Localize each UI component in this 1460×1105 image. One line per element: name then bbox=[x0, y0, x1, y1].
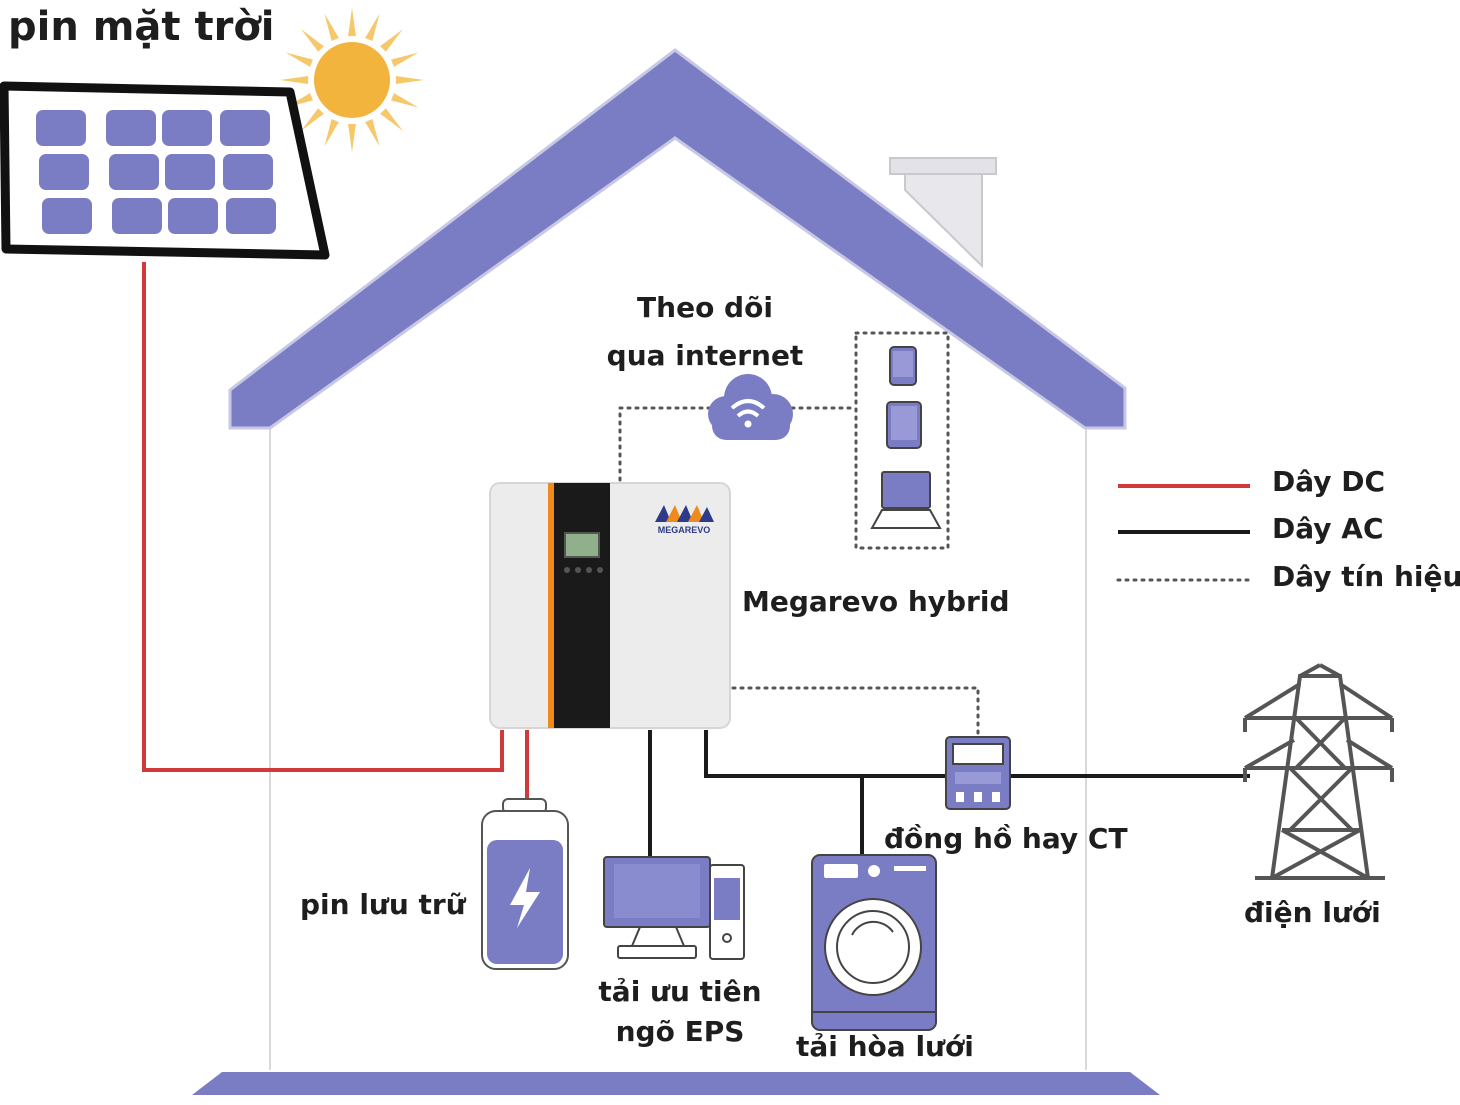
panel-cell bbox=[112, 198, 162, 234]
phone-icon bbox=[889, 346, 917, 386]
computer-icon bbox=[603, 856, 745, 960]
sun-ray bbox=[365, 118, 380, 147]
panel-cell bbox=[223, 154, 273, 190]
ac-wires bbox=[648, 730, 1250, 860]
panel-cell bbox=[162, 110, 212, 146]
megarevo-logo: MEGAREVO bbox=[655, 505, 714, 535]
legend-signal-label: Dây tín hiệu bbox=[1272, 560, 1460, 593]
sun-ray bbox=[301, 29, 324, 52]
sun-ray bbox=[365, 13, 380, 42]
grid-load-label: tải hòa lưới bbox=[796, 1030, 974, 1063]
solar-panel-label: pin mặt trời bbox=[8, 4, 275, 50]
eps-load-label-line2: ngõ EPS bbox=[615, 1015, 745, 1048]
power-tower-icon bbox=[1243, 663, 1394, 880]
legend bbox=[1116, 484, 1252, 582]
eps-load-label: tải ưu tiên ngõ EPS bbox=[590, 972, 770, 1052]
panel-cell bbox=[165, 154, 215, 190]
signal-wire-meter bbox=[731, 686, 980, 737]
inverter-screen bbox=[564, 532, 600, 558]
panel-cell bbox=[36, 110, 86, 146]
logo-text: MEGAREVO bbox=[658, 525, 711, 535]
inverter-icon: MEGAREVO bbox=[489, 482, 731, 729]
lightning-bolt-icon bbox=[510, 868, 540, 928]
legend-ac-label: Dây AC bbox=[1272, 512, 1384, 545]
dc-wires bbox=[142, 262, 529, 800]
legend-dc-label: Dây DC bbox=[1272, 465, 1386, 498]
chimney-cap bbox=[889, 157, 997, 175]
panel-cell bbox=[106, 110, 156, 146]
roof bbox=[228, 48, 1127, 430]
panel-cell bbox=[109, 154, 159, 190]
laptop-icon bbox=[870, 471, 942, 529]
signal-wires bbox=[618, 331, 980, 737]
devices-box bbox=[854, 331, 950, 550]
panel-cell bbox=[42, 198, 92, 234]
washing-machine-icon bbox=[811, 854, 937, 1031]
eps-load-label-line1: tải ưu tiên bbox=[598, 975, 762, 1008]
sun-ray bbox=[380, 29, 403, 52]
meter-label: đồng hồ hay CT bbox=[884, 822, 1128, 855]
sun-ray bbox=[301, 108, 324, 131]
sun-ray bbox=[348, 123, 356, 152]
sun-ray bbox=[390, 52, 419, 67]
sun-ray bbox=[324, 13, 339, 42]
solar-panel-icon bbox=[0, 81, 330, 260]
battery-icon bbox=[481, 798, 569, 970]
inverter-label: Megarevo hybrid bbox=[742, 585, 1010, 618]
house-floor bbox=[192, 1072, 1160, 1095]
sun-ray bbox=[324, 118, 339, 147]
sun-ray bbox=[280, 76, 309, 84]
monitoring-label-line2: qua internet bbox=[606, 339, 804, 372]
monitoring-label-line1: Theo dõi bbox=[637, 291, 773, 324]
ac-wire-grid bbox=[704, 730, 1250, 778]
meter-icon bbox=[945, 736, 1011, 810]
panel-cell bbox=[39, 154, 89, 190]
panel-cell bbox=[168, 198, 218, 234]
sun-ray bbox=[285, 52, 314, 67]
sun-ray bbox=[395, 76, 424, 84]
panel-cell bbox=[226, 198, 276, 234]
sun-ray bbox=[380, 108, 403, 131]
house bbox=[192, 48, 1160, 1095]
tablet-icon bbox=[886, 401, 922, 449]
battery-label: pin lưu trữ bbox=[300, 888, 466, 921]
signal-wire-cloud-inverter bbox=[618, 406, 712, 482]
sun-icon bbox=[280, 8, 424, 152]
sun-ray bbox=[348, 8, 356, 37]
monitoring-label: Theo dõi qua internet bbox=[600, 284, 810, 380]
grid-label: điện lưới bbox=[1244, 896, 1381, 929]
panel-cell bbox=[220, 110, 270, 146]
sun-ray bbox=[390, 93, 419, 108]
dc-wire-panel-inverter bbox=[142, 262, 504, 772]
cloud-wifi-icon bbox=[708, 374, 793, 440]
